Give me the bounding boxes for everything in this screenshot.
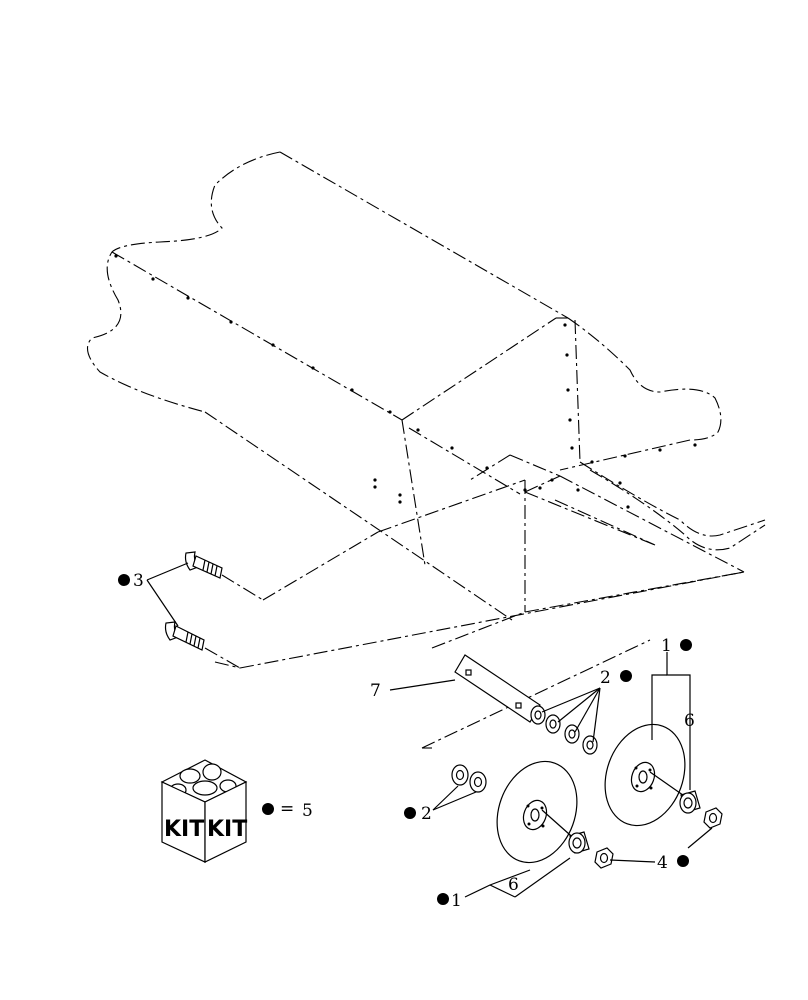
callout-1-top: 1 (661, 636, 672, 656)
bushing-right (679, 790, 701, 814)
bullet-markers (118, 574, 692, 905)
spinner-disc-left (496, 760, 579, 864)
kit-label-right: KIT (207, 817, 247, 842)
callout-7: 7 (370, 681, 381, 701)
callout-2-left: 2 (421, 804, 432, 824)
spinner-disc-right (604, 723, 691, 827)
housing-holes (114, 254, 697, 509)
callout-4: 4 (657, 853, 668, 873)
callout-3: 3 (133, 571, 144, 591)
lock-nut-right (703, 807, 723, 829)
callout-1-bottom: 1 (451, 891, 462, 911)
spacer-washers-upper (530, 705, 598, 755)
carriage-bolt-upper (184, 551, 223, 579)
housing-outline (86, 151, 766, 749)
callout-5: 5 (302, 801, 313, 821)
callout-6-bottom: 6 (508, 875, 519, 895)
mounting-plate (454, 654, 541, 723)
callout-5-equals: = (280, 799, 294, 819)
kit-box-icon: KIT KIT (160, 759, 248, 863)
callout-6-top: 6 (684, 711, 695, 731)
callout-2-top: 2 (600, 668, 611, 688)
spacer-washers-lower (451, 764, 487, 793)
carriage-bolt-lower (164, 621, 205, 651)
leader-lines (146, 562, 713, 898)
kit-label-left: KIT (164, 817, 204, 842)
bushing-left (568, 831, 590, 854)
lock-nut-left (594, 847, 614, 869)
